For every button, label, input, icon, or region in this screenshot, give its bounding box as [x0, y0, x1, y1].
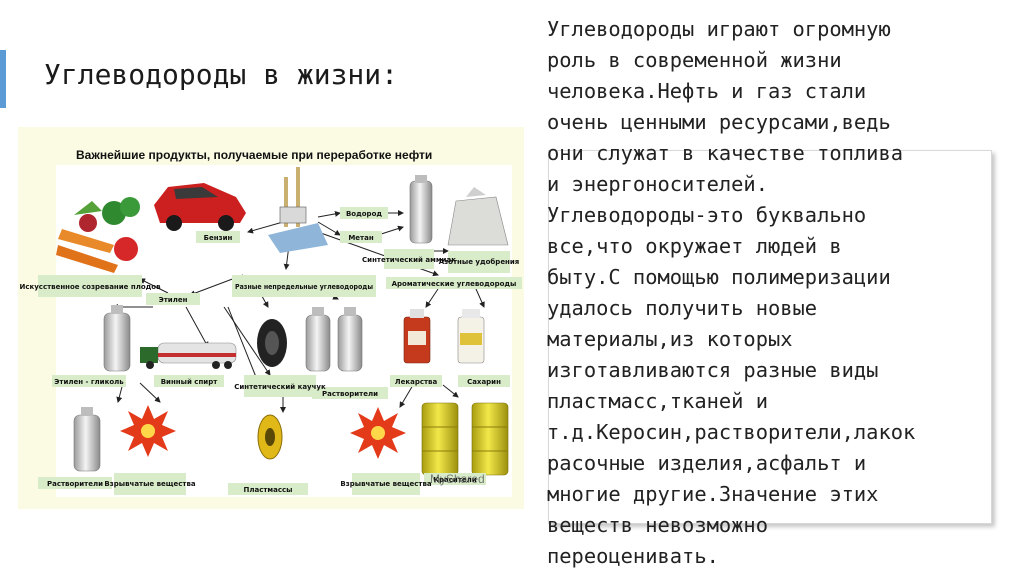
text-frame: [548, 150, 992, 524]
label-vinnyi-spirt: Винный спирт: [161, 378, 218, 386]
label-benzin: Бензин: [204, 234, 233, 242]
body-line: и энергоносителей.: [547, 172, 768, 196]
label-boxes: [38, 207, 522, 495]
watermark: MyShared: [430, 472, 485, 486]
body-line: т.д.Керосин,растворители,лакок: [547, 420, 916, 444]
medicine-bottle-image: [403, 309, 431, 364]
body-line: многие другие.Значение этих: [547, 482, 879, 506]
label-vodorod: Водород: [346, 210, 382, 218]
body-line: они служат в качестве топлива: [547, 141, 904, 165]
explosion-icon: [350, 407, 406, 459]
label-rastvoriteli: Растворители: [322, 390, 378, 398]
body-line: Углеводороды играют огромную: [547, 17, 891, 41]
body-line: Углеводороды-это буквально: [547, 203, 867, 227]
label-lekarstva: Лекарства: [395, 378, 438, 386]
label-udobreniya: Азотные удобрения: [439, 258, 520, 266]
vegetables-image: [56, 197, 140, 273]
hydrogen-cylinder-image: [409, 175, 433, 244]
body-line: изготавливаются разные виды: [547, 358, 879, 382]
slide-title: Углеводороды в жизни:: [44, 58, 399, 91]
label-raznye-uglevodorody: Разные непредельные углеводороды: [235, 283, 373, 291]
ethylene-glycol-cylinder-image: [103, 305, 131, 372]
body-line: пластмасс,тканей и: [547, 389, 768, 413]
label-vzryvchatye: Взрывчатые вещества: [104, 480, 196, 488]
body-line: расочные изделия,асфальт и: [547, 451, 867, 475]
label-aromaticheskie: Ароматические углеводороды: [392, 280, 517, 288]
fertilizer-bag-image: [447, 187, 509, 246]
label-kauchuk: Синтетический каучук: [234, 383, 326, 391]
label-metan: Метан: [348, 234, 373, 242]
accent-bar: [0, 50, 6, 108]
body-line: веществ невозможно: [547, 513, 768, 537]
label-krasiteli: Красители: [433, 476, 476, 484]
plastic-gear-image: [257, 414, 283, 460]
dye-barrels-image: [421, 402, 509, 476]
label-sozrevanie: Искусственное созревание плодов: [19, 283, 161, 291]
body-line: все,что окружает людей в: [547, 234, 842, 258]
solvent-cylinder-image: [73, 407, 101, 472]
body-line: быту.С помощью полимеризации: [547, 265, 891, 289]
body-line: человека.Нефть и газ стали: [547, 79, 867, 103]
label-etilen: Этилен: [159, 296, 188, 304]
car-image: [154, 183, 246, 231]
body-text: Углеводороды играют огромную роль в совр…: [547, 14, 1017, 572]
label-rastvoriteli: Растворители: [47, 480, 103, 488]
body-line: очень ценными ресурсами,ведь: [547, 110, 891, 134]
label-vzryvchatye: Взрывчатые вещества: [340, 480, 432, 488]
tanker-truck-image: [140, 342, 237, 369]
tire-image: [257, 319, 287, 367]
label-etilen-glikol: Этилен - гликоль: [54, 378, 124, 386]
petroleum-products-diagram: Важнейшие продукты, получаемые при перер…: [18, 127, 524, 509]
refinery-image: [268, 167, 328, 253]
body-line: удалось получить новые: [547, 296, 818, 320]
explosion-icon: [120, 405, 176, 457]
body-line: переоценивать.: [547, 544, 719, 568]
solvent-cylinders-image: [305, 307, 363, 372]
label-saharin: Сахарин: [467, 378, 501, 386]
body-line: роль в современной жизни: [547, 48, 842, 72]
body-line: материалы,из которых: [547, 327, 793, 351]
label-plastmassy: Пластмассы: [244, 486, 293, 494]
label-ammiak: Синтетический аммиак: [362, 256, 456, 264]
diagram-heading: Важнейшие продукты, получаемые при перер…: [76, 148, 432, 162]
saccharin-jar-image: [457, 309, 485, 364]
